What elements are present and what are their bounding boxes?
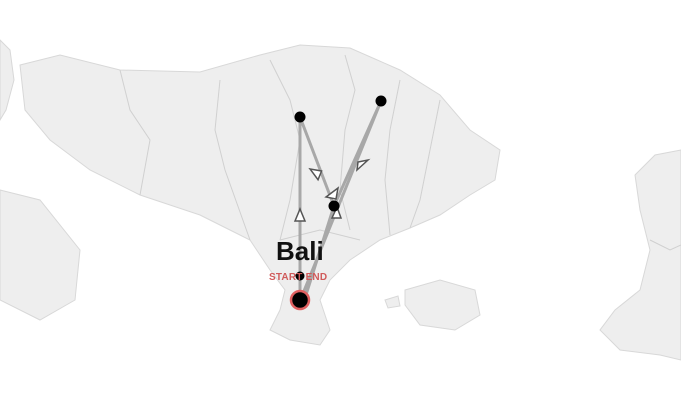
start-end-marker[interactable] <box>289 289 311 311</box>
lombok-island <box>599 149 681 361</box>
landmass <box>0 39 681 361</box>
route-segment <box>298 115 336 208</box>
stop-3-marker[interactable] <box>328 200 340 212</box>
nusa-penida-island <box>404 279 481 331</box>
route-segment <box>300 99 383 298</box>
arrow-icon <box>308 167 323 182</box>
arrow-icon <box>356 158 371 172</box>
java-island <box>0 39 81 321</box>
arrow-icon <box>293 207 307 222</box>
stops[interactable] <box>289 95 387 311</box>
arrow-icon <box>330 205 343 219</box>
arrow-icon <box>324 186 340 200</box>
waypoint-marker[interactable] <box>295 271 305 281</box>
stop-2-marker[interactable] <box>375 95 387 107</box>
route <box>298 99 383 302</box>
direction-arrows <box>293 158 371 222</box>
start-end-label: START END <box>269 272 328 283</box>
bali-island <box>19 44 501 346</box>
place-label: Bali <box>276 236 324 266</box>
stop-1-marker[interactable] <box>294 111 306 123</box>
nusa-lembongan-island <box>384 295 401 309</box>
